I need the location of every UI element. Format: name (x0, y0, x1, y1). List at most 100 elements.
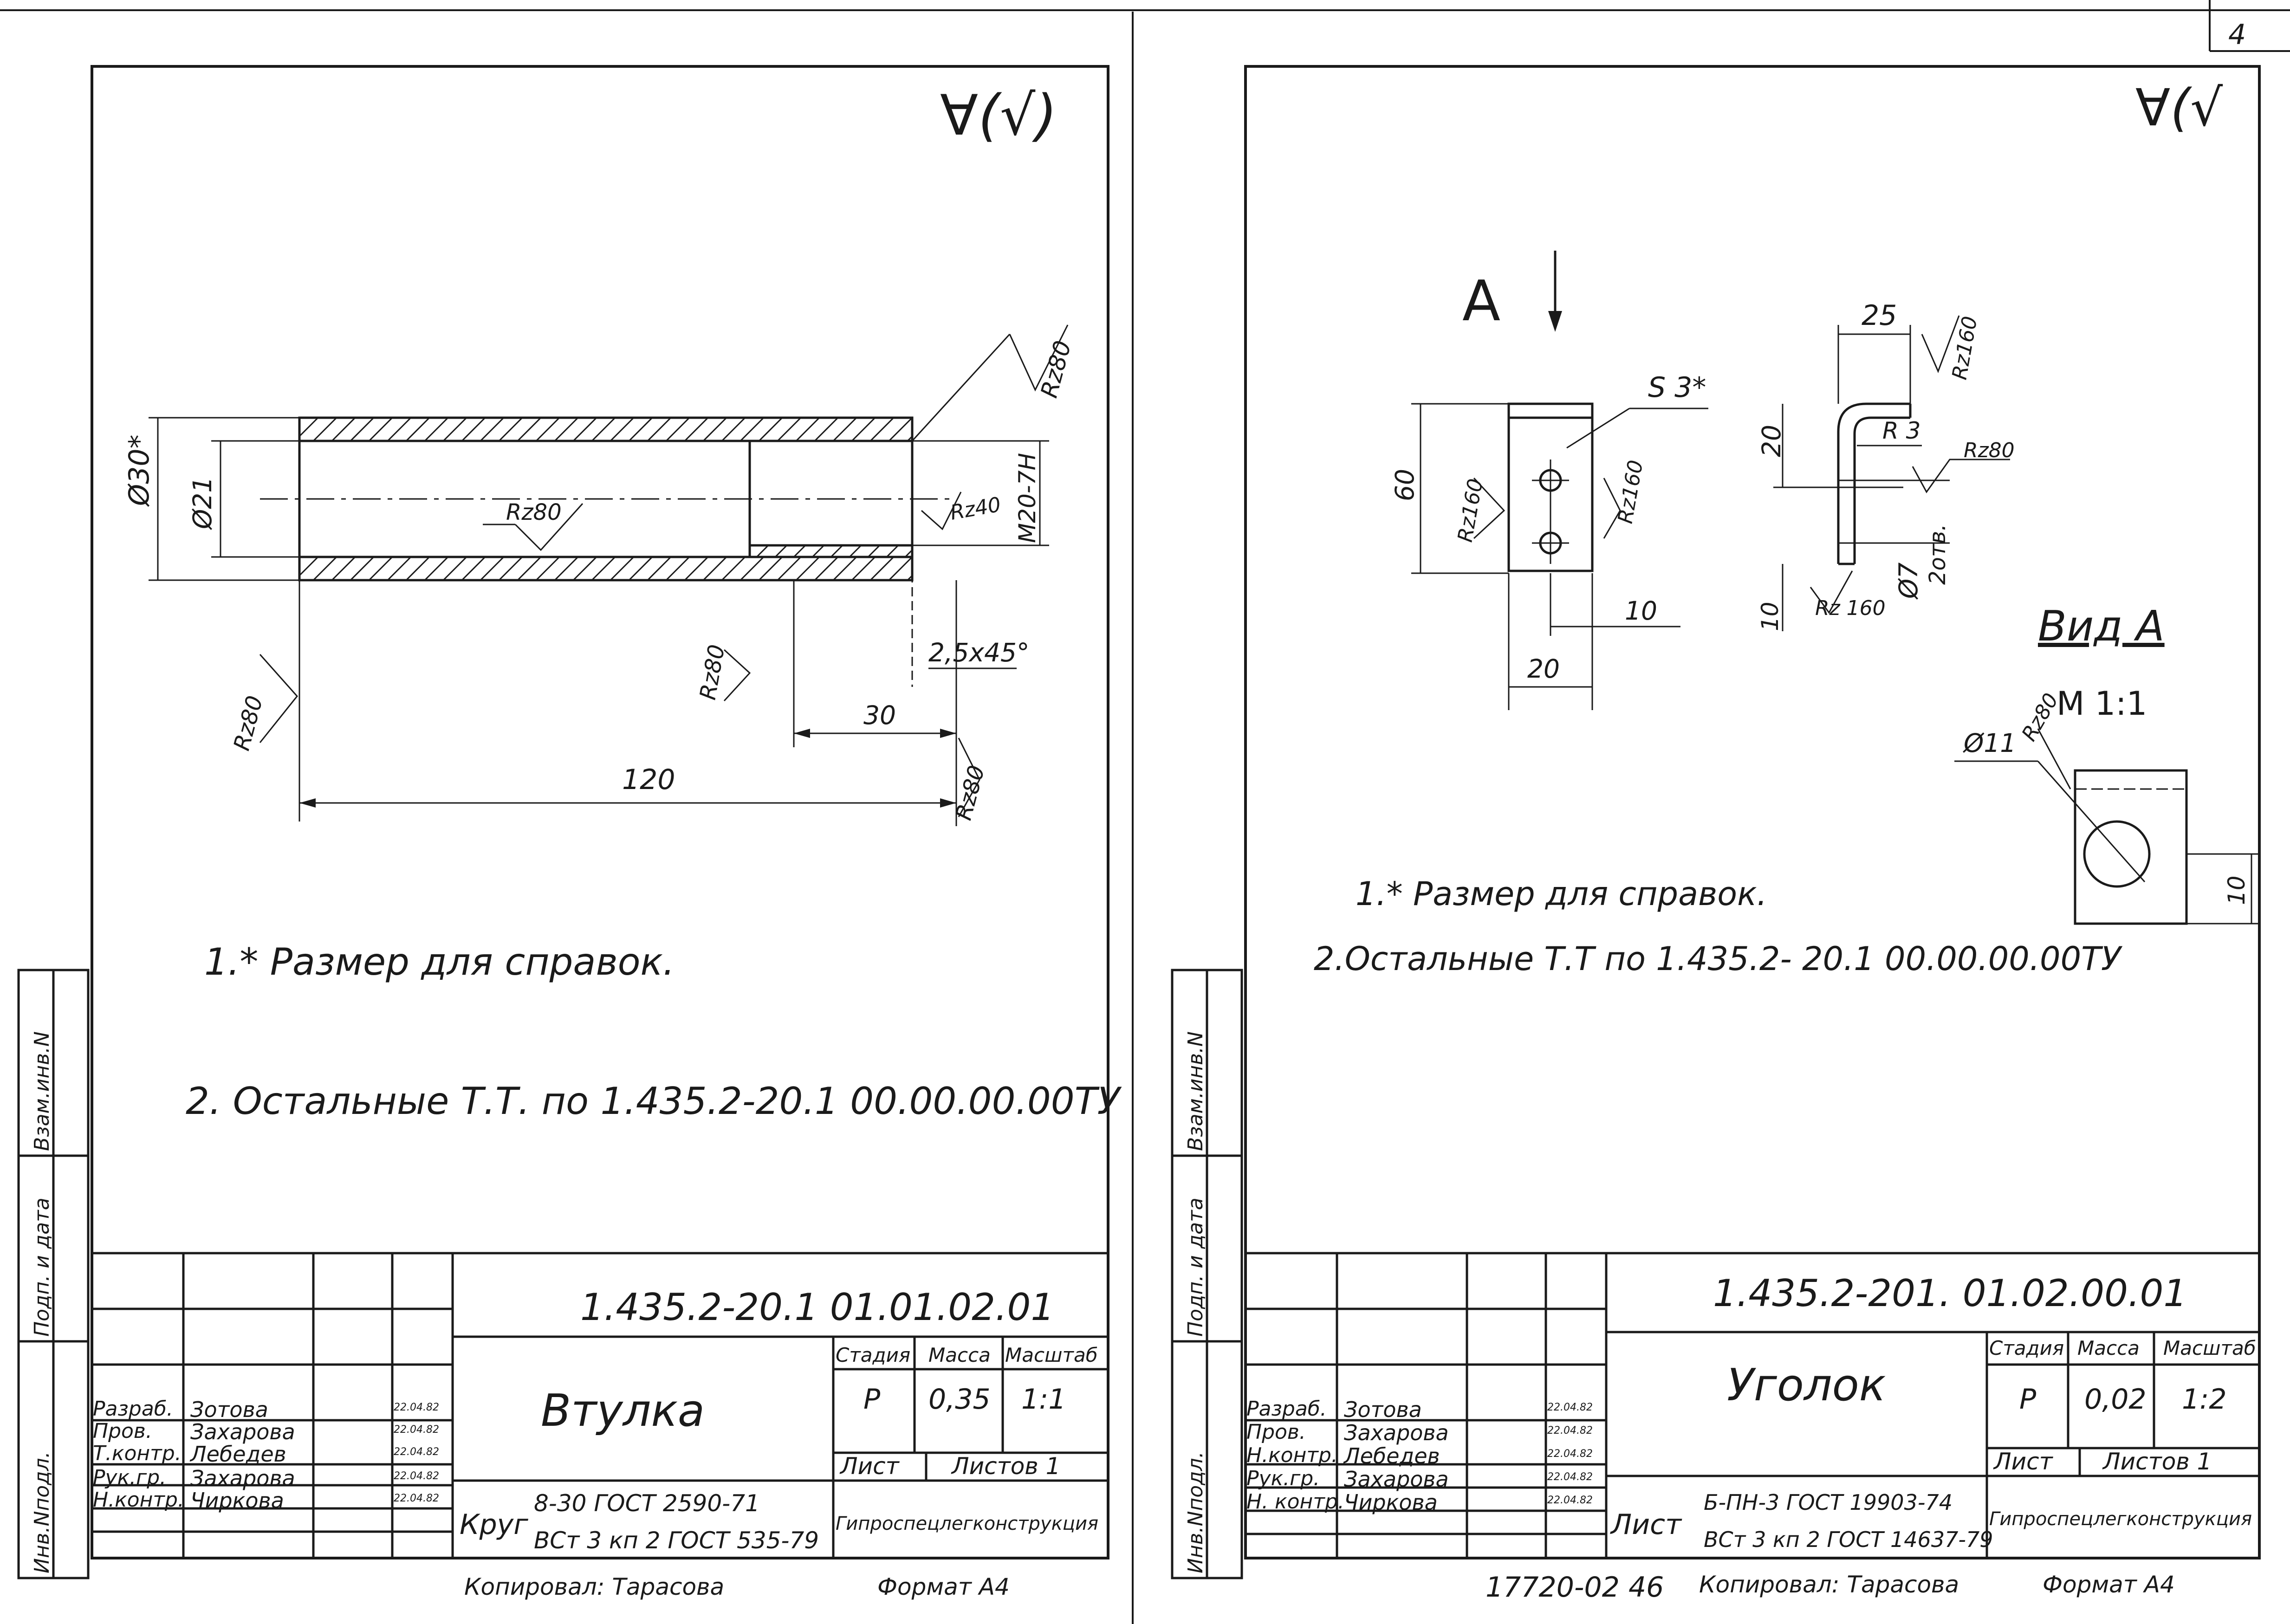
hatch-line (774, 544, 788, 558)
right-name-2: Захарова (1344, 1420, 1449, 1445)
left-material-1: 8-30 ГОСТ 2590-71 (534, 1490, 760, 1517)
hatch-line (298, 417, 319, 437)
right-date-5: 22.04.82 (1547, 1495, 1593, 1506)
hatch-line (387, 417, 412, 442)
left-sheet-frame (91, 65, 1109, 1559)
hatch-line (740, 417, 765, 442)
hatch-line (793, 544, 806, 558)
hatch-line (721, 556, 746, 581)
dim-30: 30 (863, 700, 896, 730)
hatch-line (591, 417, 616, 442)
rz160-b: Rz160 (1614, 458, 1648, 525)
right-title-block (1244, 1252, 2261, 1559)
dim-s3: S 3* (1648, 371, 1706, 404)
hatch-line (758, 556, 783, 581)
left-date-5: 22.04.82 (394, 1493, 439, 1504)
right-date-3: 22.04.82 (1547, 1448, 1593, 1460)
dim-d21: Ø21 (188, 477, 217, 530)
right-mass-header: Масса (2077, 1337, 2140, 1359)
hatch-line (331, 417, 356, 442)
hatch-line (777, 556, 802, 581)
hatch-line (387, 556, 412, 581)
hatch-line (572, 556, 597, 581)
hatch-line (298, 556, 319, 576)
hatch-line (758, 417, 783, 442)
hatch-line (907, 435, 913, 442)
right-sheet-frame (1244, 65, 2261, 1559)
rz80-inner: Rz80 (506, 499, 562, 525)
hatch-line (350, 556, 375, 581)
hatch-line (814, 556, 839, 581)
left-note-1: 1.* Размер для справок. (204, 940, 675, 983)
right-name-5: Чиркова (1344, 1490, 1438, 1515)
right-side-label-1: Инв.Nподл. (1184, 1451, 1207, 1573)
right-sheet-label: Лист (1994, 1448, 2053, 1475)
hatch-line (886, 544, 899, 558)
left-sheet-label: Лист (840, 1453, 899, 1480)
left-name-4: Захарова (190, 1466, 295, 1491)
left-name-1: Зотова (190, 1397, 268, 1422)
hatch-line (442, 417, 467, 442)
dim-d11: Ø11 (1963, 728, 2016, 758)
right-side-strip: Инв.Nподл. Подп. и дата Взам.инв.N (1171, 969, 1243, 1579)
dim-h20: 20 (1757, 425, 1786, 457)
right-date-2: 22.04.82 (1547, 1425, 1593, 1436)
hatch-line (424, 556, 449, 581)
hatch-line (684, 556, 709, 581)
left-date-3: 22.04.82 (394, 1446, 439, 1458)
hatch-line (888, 556, 913, 581)
hatch-line (721, 417, 746, 442)
hatch-line (830, 544, 843, 558)
hatch-line (647, 556, 672, 581)
right-sheets-label: Листов 1 (2103, 1448, 2212, 1475)
hatch-line (628, 556, 653, 581)
right-material-2: ВСт 3 кп 2 ГОСТ 14637-79 (1704, 1527, 1993, 1552)
left-date-2: 22.04.82 (394, 1424, 439, 1436)
hatch-line (480, 417, 505, 442)
left-title-block (91, 1252, 1109, 1559)
hatch-line (461, 556, 486, 581)
hatch-line (832, 417, 857, 442)
corner-mark: 4 (2228, 19, 2246, 51)
dim-chamfer: 2,5x45° (928, 638, 1030, 667)
right-mass: 0,02 (2084, 1383, 2147, 1416)
hatch-line (795, 556, 820, 581)
left-material-prefix: Круг (460, 1508, 528, 1541)
left-role-2: Пров. (93, 1419, 152, 1443)
hatch-line (368, 417, 393, 442)
hatch-line (517, 556, 542, 581)
dim-d7: Ø7 (1894, 563, 1923, 600)
hatch-line (851, 556, 876, 581)
right-name-3: Лебедев (1344, 1443, 1440, 1469)
right-material-1: Б-ПН-3 ГОСТ 19903-74 (1704, 1490, 1953, 1515)
left-side-label-1: Инв.Nподл. (30, 1451, 54, 1573)
hatch-line (665, 556, 690, 581)
right-designation: 1.435.2-201. 01.02.00.01 (1713, 1272, 2187, 1315)
left-role-5: Н.контр. (93, 1488, 184, 1512)
hatch-line (849, 544, 862, 558)
hatch-line (591, 556, 616, 581)
left-date-1: 22.04.82 (394, 1402, 439, 1413)
left-mass: 0,35 (928, 1383, 991, 1416)
left-scale: 1:1 (1021, 1383, 1066, 1416)
dim-120: 120 (622, 763, 675, 796)
hatch-line (888, 417, 913, 442)
dim-r3: R 3 (1882, 417, 1920, 444)
hatching (298, 417, 913, 581)
right-stage-header: Стадия (1989, 1337, 2064, 1359)
right-role-4: Рук.гр. (1246, 1467, 1320, 1490)
dim-60: 60 (1390, 469, 1420, 501)
dim-20: 20 (1527, 654, 1560, 684)
left-side-label-3: Взам.инв.N (30, 1031, 54, 1151)
rz160-d: Rz 160 (1815, 596, 1886, 620)
hatch-line (405, 417, 430, 442)
view-letter: A (1462, 269, 1500, 334)
hatch-line (535, 417, 560, 442)
right-format: Формат А4 (2043, 1571, 2175, 1598)
right-role-5: Н. контр. (1246, 1490, 1344, 1514)
right-side-label-3: Взам.инв.N (1184, 1031, 1207, 1151)
right-scale: 1:2 (2182, 1383, 2227, 1416)
right-name-1: Зотова (1344, 1397, 1422, 1422)
